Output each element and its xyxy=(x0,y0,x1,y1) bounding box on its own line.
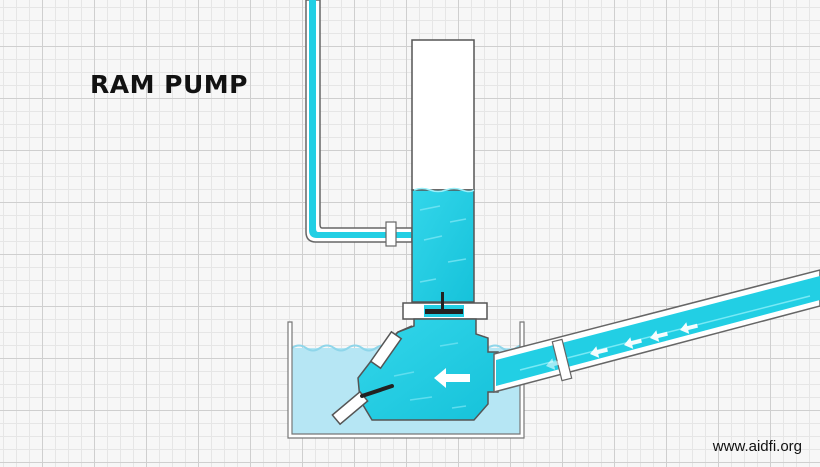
flow-arrow-icon xyxy=(546,358,564,370)
flow-arrow-icon xyxy=(680,322,698,334)
flow-arrow-icon xyxy=(434,368,470,388)
flow-arrow-icon xyxy=(650,330,668,342)
flow-arrow-icon xyxy=(590,346,608,358)
pump-body xyxy=(357,318,499,421)
flow-arrow-icon xyxy=(624,337,642,349)
diagram-title: RAM PUMP xyxy=(90,70,249,99)
watermark-url: www.aidfi.org xyxy=(712,438,802,455)
delivery-valve xyxy=(402,292,488,320)
air-chamber xyxy=(411,39,475,303)
flow-arrows xyxy=(434,322,698,388)
delivery-pipe xyxy=(305,0,413,247)
waste-valve xyxy=(331,330,403,426)
drive-pipe xyxy=(493,269,820,393)
